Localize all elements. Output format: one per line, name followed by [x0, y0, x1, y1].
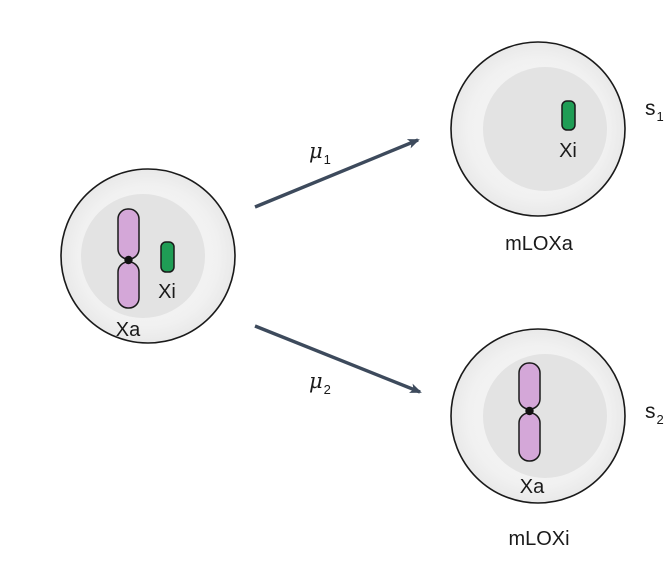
- top-cell-name: mLOXa: [505, 233, 574, 255]
- xa-chromosome-icon: [518, 362, 541, 462]
- xi-chromosome-icon: [160, 241, 175, 273]
- bottom-cell: Xa mLOXi s2: [450, 328, 664, 550]
- top-cell: Xi mLOXa s1: [450, 41, 664, 255]
- source-cell: Xi Xa: [60, 168, 236, 344]
- bottom-cell-name: mLOXi: [508, 528, 569, 550]
- xa-chromosome-icon: [117, 208, 140, 309]
- source-xi-label: Xi: [158, 281, 176, 303]
- upper-arrow: [254, 138, 420, 209]
- upper-rate-label: μ1: [309, 139, 331, 167]
- xi-chromosome-icon: [561, 100, 576, 131]
- top-cell-nucleus: [483, 67, 607, 191]
- top-xi-label: Xi: [559, 140, 577, 162]
- bottom-fitness-label: s2: [645, 400, 664, 427]
- lower-transition: μ2: [254, 324, 422, 397]
- upper-transition: μ1: [254, 138, 420, 209]
- source-cell-nucleus: [81, 194, 205, 318]
- lower-arrow: [254, 324, 422, 394]
- bottom-xa-label: Xa: [520, 476, 545, 498]
- lower-rate-label: μ2: [309, 369, 331, 397]
- source-xa-label: Xa: [116, 319, 141, 341]
- top-fitness-label: s1: [645, 97, 664, 124]
- bottom-cell-nucleus: [483, 354, 607, 478]
